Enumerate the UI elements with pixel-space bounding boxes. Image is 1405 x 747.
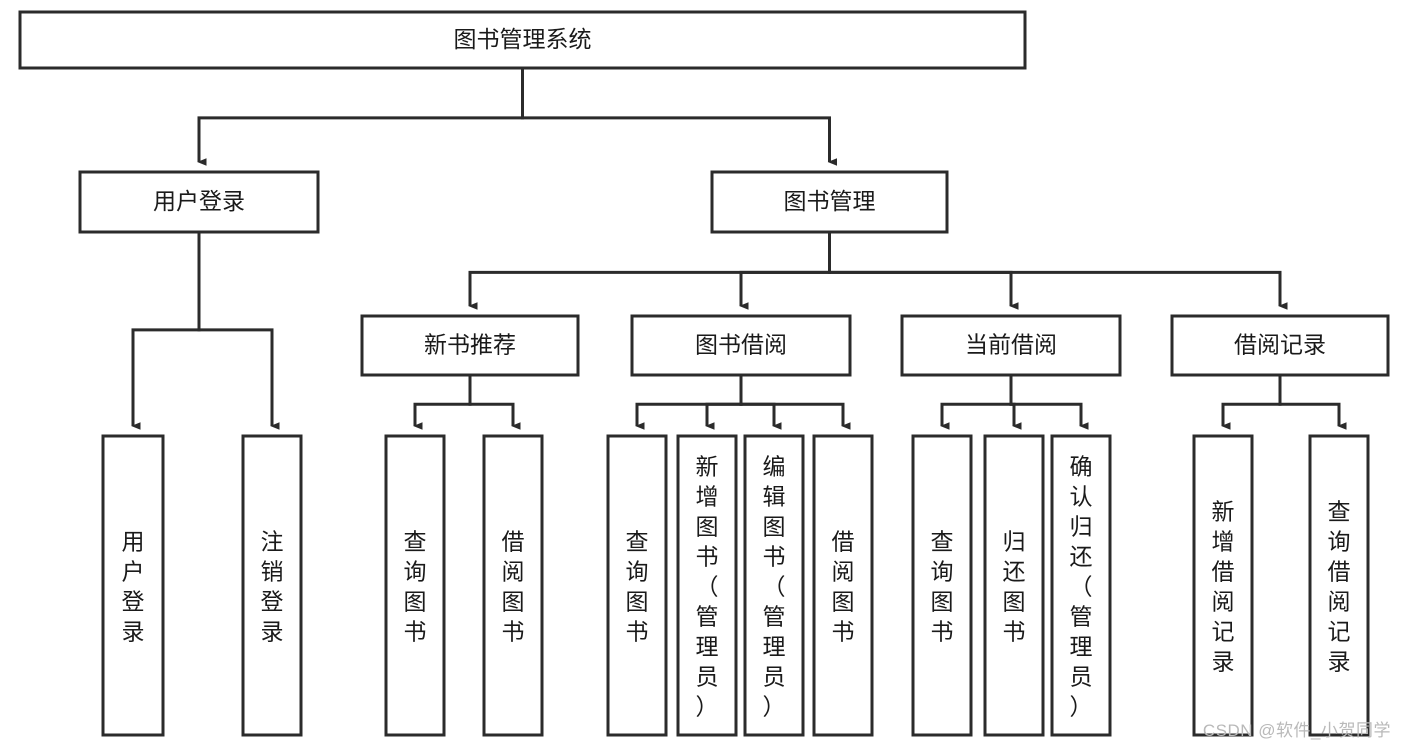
node-leaf-add-borrow-record[interactable]: 新增借阅记录 (1192, 434, 1254, 737)
edge-book-borrow-to-leaf-query-book-borrow (635, 375, 743, 430)
node-label-leaf-add-borrow-record: 新增借阅记录 (1212, 499, 1235, 675)
edge-book-manage-to-book-borrow (739, 232, 831, 310)
edge-new-book-recommend-to-leaf-query-book-rec (413, 375, 472, 430)
node-label-book-manage: 图书管理 (784, 188, 876, 214)
node-box-leaf-query-borrow-record (1308, 434, 1370, 737)
node-box-book-borrow (630, 314, 852, 377)
node-box-leaf-query-book-current (911, 434, 973, 737)
node-current-borrow[interactable]: 当前借阅 (900, 314, 1122, 377)
edge-borrow-record-to-leaf-query-borrow-record (1278, 375, 1347, 430)
node-leaf-edit-book-admin[interactable]: 编辑图书（管理员） (743, 434, 805, 737)
node-label-leaf-query-book-current: 查询图书 (931, 529, 954, 645)
node-label-leaf-query-book-rec: 查询图书 (404, 529, 427, 645)
node-box-leaf-return-book (983, 434, 1045, 737)
edge-book-manage-to-current-borrow (828, 232, 1019, 310)
edge-new-book-recommend-to-leaf-borrow-book-rec (468, 375, 521, 430)
node-box-leaf-add-book-admin (676, 434, 738, 737)
node-leaf-user-logout[interactable]: 注销登录 (241, 434, 303, 737)
node-box-leaf-add-borrow-record (1192, 434, 1254, 737)
node-leaf-borrow-book-rec[interactable]: 借阅图书 (482, 434, 544, 737)
edge-borrow-record-to-leaf-add-borrow-record (1221, 375, 1282, 430)
node-label-leaf-user-logout: 注销登录 (261, 529, 284, 645)
node-box-leaf-edit-book-admin (743, 434, 805, 737)
edge-user-login-to-leaf-user-logout (197, 232, 280, 430)
node-box-root (18, 10, 1027, 70)
node-label-user-login: 用户登录 (153, 188, 245, 214)
node-label-leaf-query-borrow-record: 查询借阅记录 (1328, 499, 1351, 675)
node-leaf-query-borrow-record[interactable]: 查询借阅记录 (1308, 434, 1370, 737)
node-leaf-add-book-admin[interactable]: 新增图书（管理员） (676, 434, 738, 737)
node-label-leaf-add-book-admin: 新增图书（管理员） (696, 454, 719, 720)
node-leaf-user-login[interactable]: 用户登录 (101, 434, 165, 737)
node-label-leaf-return-book: 归还图书 (1003, 529, 1026, 645)
node-box-leaf-user-login (101, 434, 165, 737)
edge-book-borrow-to-leaf-edit-book-admin (739, 375, 782, 430)
node-label-leaf-edit-book-admin: 编辑图书（管理员） (763, 454, 786, 720)
node-label-book-borrow: 图书借阅 (695, 332, 787, 358)
node-box-leaf-borrow-book-rec (482, 434, 544, 737)
node-leaf-confirm-return-admin[interactable]: 确认归还（管理员） (1050, 434, 1112, 737)
node-leaf-query-book-borrow[interactable]: 查询图书 (606, 434, 668, 737)
edge-current-borrow-to-leaf-query-book-current (940, 375, 1013, 430)
edge-current-borrow-to-leaf-confirm-return-admin (1009, 375, 1089, 430)
nodes-layer: 图书管理系统用户登录图书管理新书推荐图书借阅当前借阅借阅记录用户登录注销登录查询… (18, 10, 1390, 737)
edge-root-to-user-login (197, 68, 524, 166)
node-label-new-book-recommend: 新书推荐 (424, 332, 516, 358)
node-box-current-borrow (900, 314, 1122, 377)
edge-user-login-to-leaf-user-login (131, 232, 201, 430)
node-box-book-manage (710, 170, 949, 234)
node-label-current-borrow: 当前借阅 (965, 332, 1057, 358)
edge-book-borrow-to-leaf-borrow-book (739, 375, 851, 430)
node-label-leaf-borrow-book-rec: 借阅图书 (502, 529, 525, 645)
node-box-leaf-query-book-borrow (606, 434, 668, 737)
node-label-borrow-record: 借阅记录 (1234, 332, 1326, 358)
node-leaf-return-book[interactable]: 归还图书 (983, 434, 1045, 737)
edge-book-borrow-to-leaf-add-book-admin (705, 375, 743, 430)
node-book-borrow[interactable]: 图书借阅 (630, 314, 852, 377)
node-leaf-query-book-rec[interactable]: 查询图书 (384, 434, 446, 737)
node-label-leaf-query-book-borrow: 查询图书 (626, 529, 649, 645)
node-box-leaf-confirm-return-admin (1050, 434, 1112, 737)
node-box-new-book-recommend (360, 314, 580, 377)
node-root[interactable]: 图书管理系统 (18, 10, 1027, 70)
edge-book-manage-to-borrow-record (828, 232, 1288, 310)
node-label-leaf-borrow-book: 借阅图书 (832, 529, 855, 645)
node-box-borrow-record (1170, 314, 1390, 377)
node-book-manage[interactable]: 图书管理 (710, 170, 949, 234)
edges-layer (131, 68, 1347, 430)
node-box-leaf-user-logout (241, 434, 303, 737)
node-leaf-query-book-current[interactable]: 查询图书 (911, 434, 973, 737)
node-new-book-recommend[interactable]: 新书推荐 (360, 314, 580, 377)
node-label-leaf-user-login: 用户登录 (122, 529, 145, 645)
node-box-leaf-borrow-book (812, 434, 874, 737)
node-label-root: 图书管理系统 (454, 26, 592, 52)
edge-root-to-book-manage (521, 68, 838, 166)
node-box-user-login (78, 170, 320, 234)
edge-book-manage-to-new-book-recommend (468, 232, 831, 310)
node-leaf-borrow-book[interactable]: 借阅图书 (812, 434, 874, 737)
node-user-login[interactable]: 用户登录 (78, 170, 320, 234)
node-label-leaf-confirm-return-admin: 确认归还（管理员） (1070, 454, 1093, 720)
node-borrow-record[interactable]: 借阅记录 (1170, 314, 1390, 377)
node-box-leaf-query-book-rec (384, 434, 446, 737)
